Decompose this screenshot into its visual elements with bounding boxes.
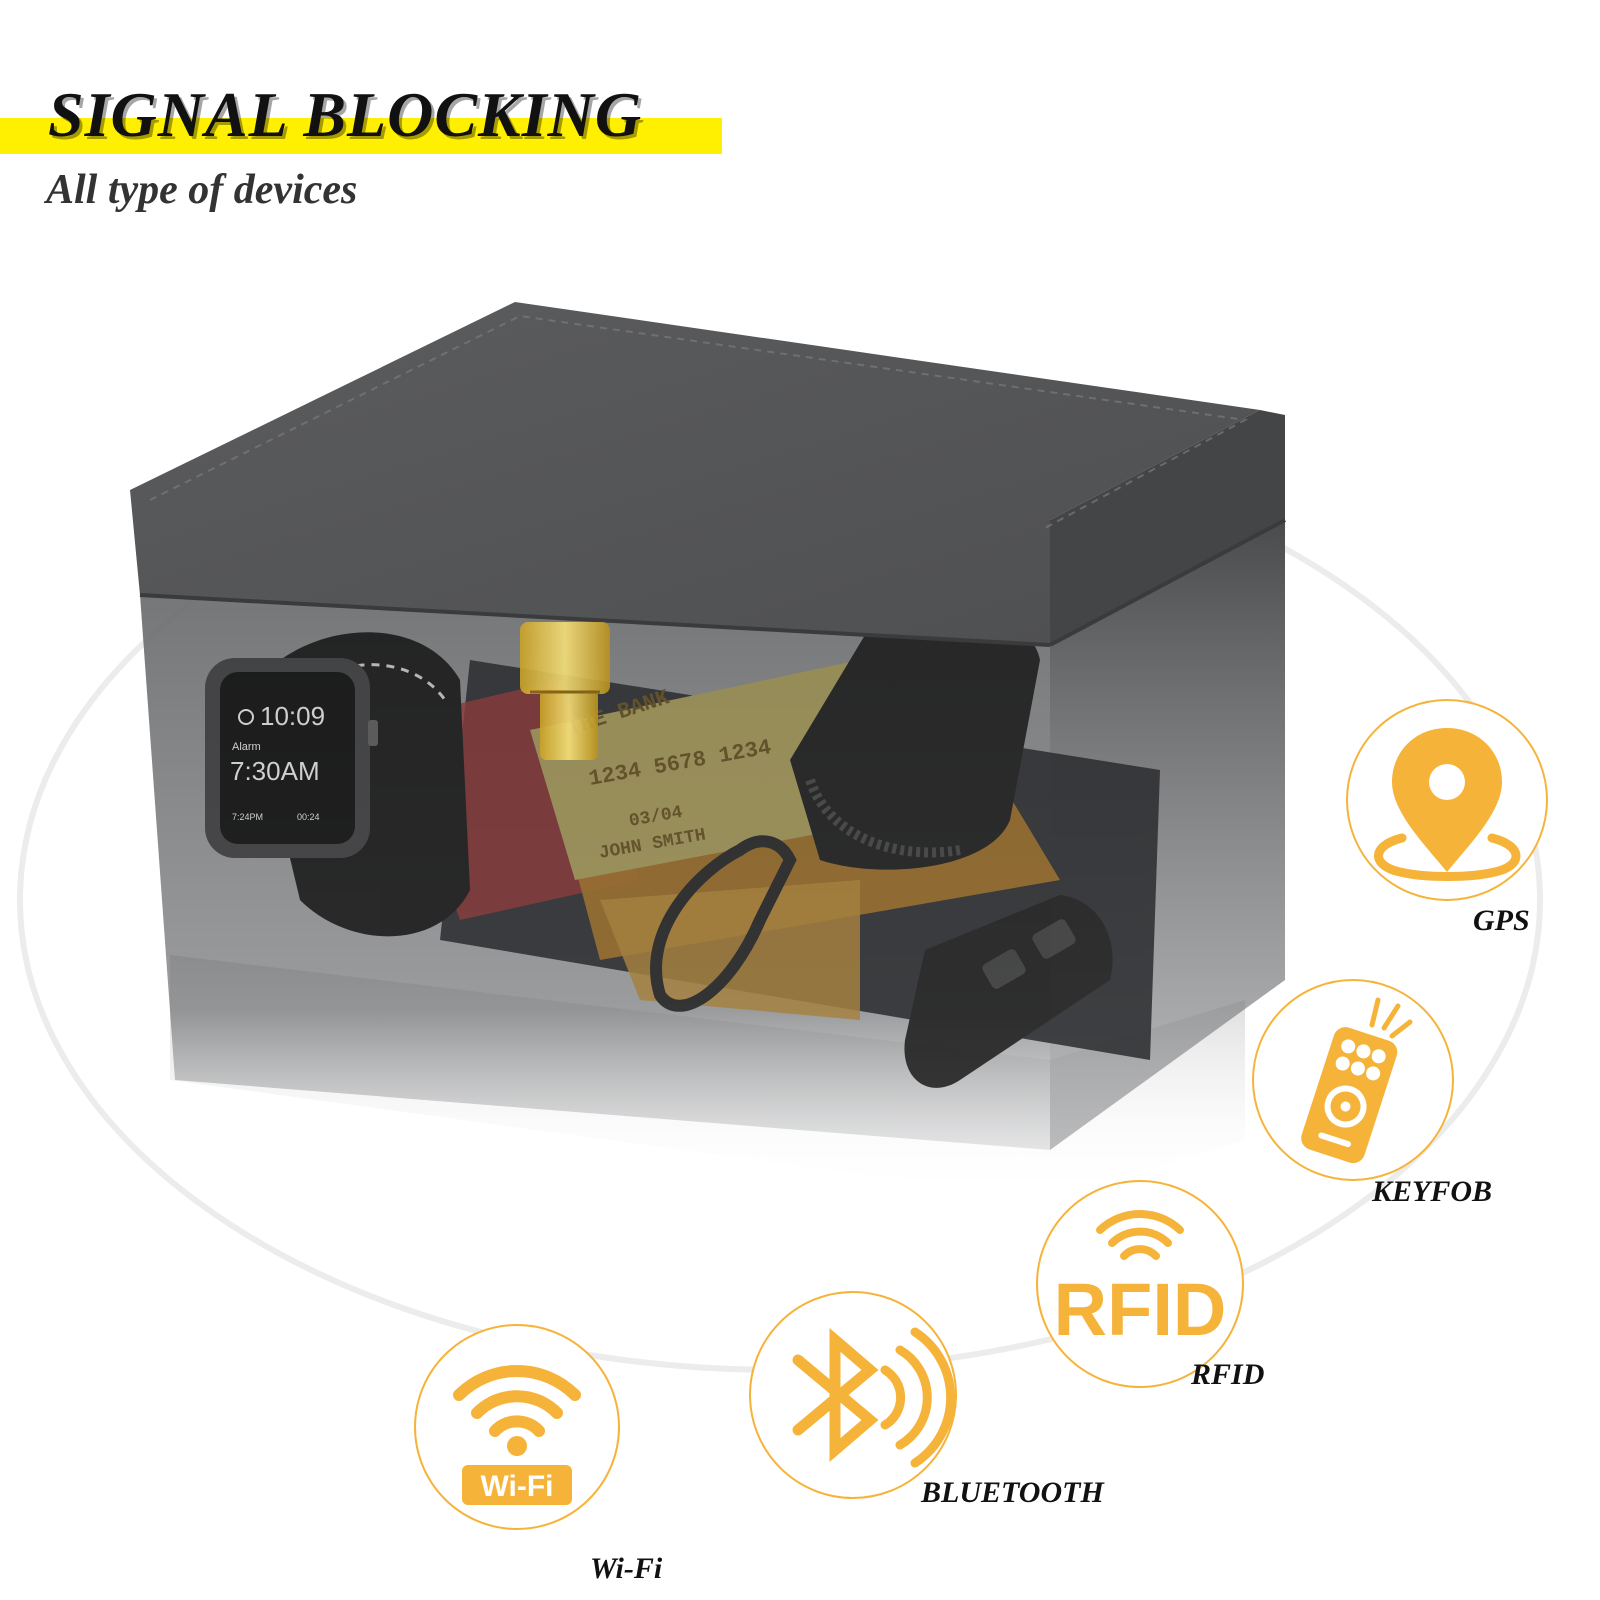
lid-seam	[139, 593, 1051, 647]
case-zipper	[805, 778, 961, 858]
title-highlight-bar	[0, 118, 722, 154]
location-pin-icon	[1346, 699, 1548, 901]
gold-clasp	[520, 622, 610, 760]
watch-crown	[368, 720, 378, 746]
carabiner	[650, 835, 797, 1012]
watch-screen	[220, 672, 355, 844]
watch-small-right: 00:24	[297, 812, 320, 822]
wifi-badge-text: Wi-Fi	[480, 1470, 553, 1503]
rfid-logo-text: RFID	[1054, 1268, 1227, 1351]
keyfob-label: KEYFOB	[1372, 1175, 1493, 1208]
car-key-button-2	[1032, 919, 1076, 959]
gps-label: GPS	[1473, 904, 1530, 937]
rfid-signal-icon: RFID	[1036, 1180, 1244, 1388]
watch-complication-icon	[238, 709, 254, 725]
bluetooth-icon	[749, 1291, 957, 1499]
car-key-button-1	[982, 949, 1026, 989]
wifi-badge	[462, 1465, 572, 1505]
watch-alarm-time: 7:30AM	[230, 756, 320, 786]
box-lid-side	[1050, 410, 1285, 645]
box-lid	[130, 302, 1260, 645]
lid-seam-side	[1049, 518, 1286, 647]
page-title: SIGNAL BLOCKING	[48, 79, 643, 150]
wifi-label: Wi-Fi	[590, 1552, 663, 1585]
bluetooth-label: BLUETOOTH	[921, 1476, 1104, 1509]
wifi-icon: Wi-Fi	[414, 1324, 620, 1530]
rfid-label: RFID	[1191, 1358, 1265, 1391]
watch-small-left: 7:24PM	[232, 812, 263, 822]
remote-control-icon	[1252, 979, 1454, 1181]
watch-time: 10:09	[260, 701, 325, 731]
watch-alarm-label: Alarm	[232, 741, 261, 753]
gold-credit-card	[530, 660, 890, 880]
leather-keyfob-case	[790, 602, 1040, 870]
page-subtitle: All type of devices	[46, 167, 358, 213]
